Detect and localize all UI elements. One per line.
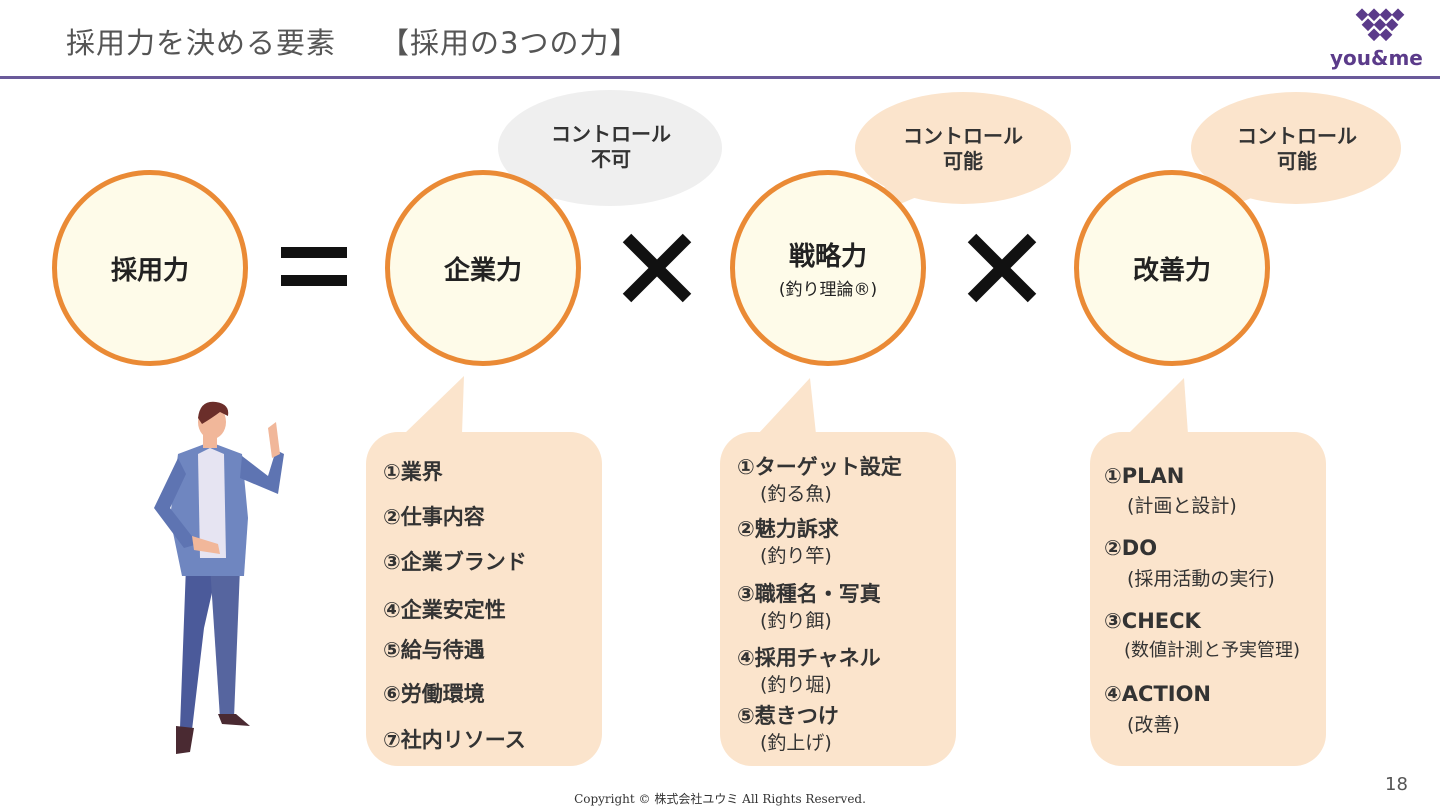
kaizen-item-label: ④ACTION	[1104, 682, 1212, 706]
senryaku-item-sub: (釣り竿)	[760, 545, 832, 567]
senryaku-item-sub: (釣り餌)	[760, 610, 832, 632]
title-subtitle: 【採用の3つの力】	[380, 26, 640, 60]
speech-bubble-senryaku: コントロール 可能	[853, 92, 1073, 214]
multiply-icon	[967, 233, 1037, 303]
multiply-sign-1	[621, 232, 693, 308]
card-senryaku	[718, 374, 958, 768]
circle-senryaku: 戦略力 (釣り理論®)	[730, 170, 926, 366]
bubble-kaizen-text: コントロール 可能	[1190, 124, 1404, 174]
circle-senryaku-note: (釣り理論®)	[778, 280, 878, 300]
card-kaizen-shape	[1090, 378, 1326, 766]
equals-bar-top	[281, 247, 347, 258]
circle-kigyo-label: 企業力	[443, 255, 522, 286]
bubble-kigyo-text: コントロール 不可	[498, 122, 724, 172]
circle-kigyo: 企業力	[385, 170, 581, 366]
circle-saiyo: 採用力	[52, 170, 248, 366]
kigyo-item: ①業界	[383, 460, 443, 484]
bubble-kaizen-line2: 可能	[1277, 149, 1317, 173]
equals-sign	[281, 247, 347, 286]
kigyo-item: ⑥労働環境	[383, 682, 485, 706]
senryaku-item-sub: (釣上げ)	[760, 732, 832, 754]
circle-senryaku-label: 戦略力	[788, 242, 867, 272]
bubble-senryaku-line1: コントロール	[903, 124, 1023, 148]
circle-kaizen-label: 改善力	[1132, 255, 1211, 286]
kaizen-item-sub: (改善)	[1127, 714, 1180, 736]
bubble-kigyo-line1: コントロール	[551, 122, 671, 146]
senryaku-item-label: ①ターゲット設定	[737, 455, 902, 479]
kigyo-item: ③企業ブランド	[383, 550, 527, 574]
kigyo-item: ④企業安定性	[383, 598, 506, 622]
speech-bubble-kaizen: コントロール 可能	[1190, 92, 1404, 214]
bubble-senryaku-line2: 可能	[943, 149, 983, 173]
logo-mark-icon	[1355, 8, 1405, 42]
businessman-illustration	[140, 398, 300, 760]
card-senryaku-shape	[720, 378, 956, 766]
senryaku-item-label: ④採用チャネル	[737, 646, 881, 670]
bubble-kaizen-line1: コントロール	[1237, 124, 1357, 148]
kigyo-item: ②仕事内容	[383, 505, 485, 529]
title-main: 採用力を決める要素	[66, 26, 337, 60]
circle-saiyo-label: 採用力	[110, 255, 189, 286]
equals-bar-bottom	[281, 275, 347, 286]
senryaku-item-sub: (釣る魚)	[760, 483, 832, 505]
kaizen-item-sub: (採用活動の実行)	[1127, 568, 1275, 590]
senryaku-item-label: ②魅力訴求	[737, 517, 839, 541]
multiply-sign-2	[966, 232, 1038, 308]
person-pointing-icon	[154, 401, 284, 754]
card-kigyo	[364, 374, 604, 768]
kigyo-item: ⑦社内リソース	[383, 728, 526, 752]
senryaku-item-label: ⑤惹きつけ	[737, 704, 839, 728]
page-number: 18	[1385, 774, 1408, 795]
copyright-notice: Copyright © 株式会社ユウミ All Rights Reserved.	[574, 792, 866, 806]
page-title: 採用力を決める要素 【採用の3つの力】	[66, 20, 639, 62]
kaizen-item-sub: (数値計測と予実管理)	[1124, 640, 1301, 661]
senryaku-item-sub: (釣り堀)	[760, 674, 832, 696]
kaizen-item-label: ③CHECK	[1104, 609, 1201, 633]
logo-wordmark: you&me	[1330, 46, 1423, 70]
bubble-senryaku-text: コントロール 可能	[853, 124, 1073, 174]
kaizen-item-label: ②DO	[1104, 536, 1158, 560]
kaizen-item-sub: (計画と設計)	[1127, 495, 1237, 517]
header-divider	[0, 76, 1440, 79]
kaizen-item-label: ①PLAN	[1104, 464, 1185, 488]
circle-kaizen: 改善力	[1074, 170, 1270, 366]
kigyo-item: ⑤給与待遇	[383, 638, 485, 662]
card-kigyo-shape	[366, 376, 602, 766]
company-logo: you&me	[1330, 6, 1434, 70]
senryaku-item-label: ③職種名・写真	[737, 582, 881, 606]
card-kaizen	[1088, 374, 1328, 768]
multiply-icon	[622, 233, 692, 303]
bubble-kigyo-line2: 不可	[591, 147, 631, 171]
